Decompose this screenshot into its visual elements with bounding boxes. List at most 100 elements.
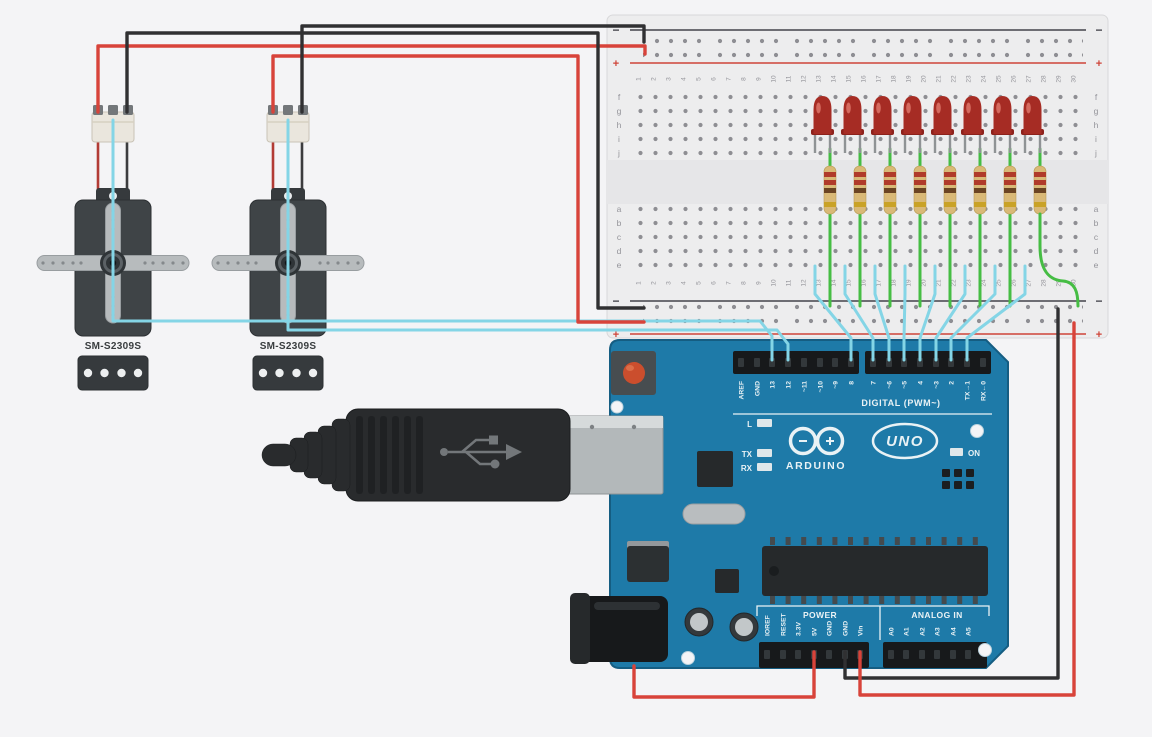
- arduino-5v-wire[interactable]: [632, 650, 816, 699]
- servo2-ground-wire[interactable]: [300, 24, 646, 114]
- resistor-6[interactable]: [973, 147, 987, 308]
- pin-socket[interactable]: [817, 358, 823, 367]
- led-3[interactable]: [871, 96, 894, 153]
- rail-minus-sign: −: [1095, 294, 1102, 308]
- icsp-pin[interactable]: [966, 469, 974, 477]
- icsp-pin[interactable]: [954, 481, 962, 489]
- led8-signal-wire[interactable]: [965, 264, 1027, 362]
- pin-socket[interactable]: [795, 650, 801, 659]
- breadboard-row-letter: h: [1094, 120, 1099, 130]
- pin-socket[interactable]: [801, 358, 807, 367]
- servo-mount-hole: [133, 368, 143, 378]
- breadboard-column-number: 5: [696, 281, 703, 285]
- servo-connector-pin[interactable]: [108, 105, 118, 115]
- led2-signal-wire[interactable]: [843, 264, 875, 362]
- pin-socket[interactable]: [903, 650, 909, 659]
- servo-mount-hole: [117, 368, 126, 378]
- mounting-hole: [970, 424, 984, 438]
- chip-leg: [926, 537, 931, 545]
- usb-plug[interactable]: [345, 408, 571, 502]
- led-6[interactable]: [961, 96, 984, 153]
- resistor-3[interactable]: [883, 147, 897, 308]
- led-7[interactable]: [991, 96, 1014, 153]
- uno-model-label: UNO: [886, 433, 924, 450]
- icsp-pin[interactable]: [942, 481, 950, 489]
- resistor-band: [944, 202, 956, 207]
- icsp-pin[interactable]: [942, 469, 950, 477]
- breadboard-row-letter: f: [618, 92, 621, 102]
- digital-header-right[interactable]: [865, 351, 991, 374]
- analog-section-label: ANALOG IN: [911, 610, 962, 620]
- led7-signal-wire[interactable]: [949, 264, 997, 362]
- led3-signal-wire[interactable]: [873, 264, 891, 362]
- pin-socket[interactable]: [848, 358, 854, 367]
- small-chip: [715, 569, 739, 593]
- chip-leg: [879, 596, 885, 604]
- pin-socket[interactable]: [785, 358, 791, 367]
- pin-socket[interactable]: [764, 650, 770, 659]
- led-4[interactable]: [901, 96, 924, 153]
- pin-socket[interactable]: [886, 358, 892, 367]
- led-8[interactable]: [1021, 96, 1044, 153]
- led6-signal-wire[interactable]: [934, 264, 967, 362]
- reset-cap[interactable]: [623, 362, 645, 384]
- resistor-1[interactable]: [823, 147, 837, 308]
- chip-leg: [863, 537, 869, 545]
- servo1-power-wire[interactable]: [96, 44, 647, 114]
- led5-signal-wire[interactable]: [918, 264, 937, 362]
- digital-pin-label: AREF: [739, 381, 746, 400]
- led-5[interactable]: [931, 96, 954, 153]
- led-2[interactable]: [841, 96, 864, 153]
- resistor-band: [1004, 172, 1016, 177]
- pin-socket[interactable]: [738, 358, 744, 367]
- servo2-signal-wire[interactable]: [286, 118, 790, 362]
- usb-cable[interactable]: [261, 408, 664, 502]
- resistor-7[interactable]: [1003, 147, 1017, 308]
- pin-socket[interactable]: [870, 358, 876, 367]
- arduino-gnd-wire[interactable]: [843, 307, 1060, 680]
- pin-socket[interactable]: [934, 650, 940, 659]
- pin-socket[interactable]: [917, 358, 923, 367]
- pin-socket[interactable]: [769, 358, 775, 367]
- led-1[interactable]: [811, 96, 834, 153]
- pin-socket[interactable]: [933, 358, 939, 367]
- pin-socket[interactable]: [754, 358, 760, 367]
- resistor-4[interactable]: [913, 147, 927, 308]
- breadboard[interactable]: − − + + − − + + 112233445566778899101011…: [606, 14, 1109, 341]
- breadboard-column-number: 2: [651, 77, 658, 81]
- pin-socket[interactable]: [948, 358, 954, 367]
- pin-socket[interactable]: [964, 358, 970, 367]
- resistor-5[interactable]: [943, 147, 957, 308]
- arduino-uno-board[interactable]: DIGITAL (PWM~) L TX RX ARDUINO UNO ON: [570, 339, 1009, 669]
- servo2-power-wire[interactable]: [271, 54, 646, 324]
- power-jack[interactable]: [570, 593, 668, 664]
- pin-socket[interactable]: [888, 650, 894, 659]
- pin-socket[interactable]: [919, 650, 925, 659]
- resistor-8[interactable]: [1033, 147, 1047, 218]
- pin-socket[interactable]: [950, 650, 956, 659]
- led1-signal-wire[interactable]: [813, 264, 853, 362]
- servo-connector-pin[interactable]: [283, 105, 293, 115]
- top-rail-holes[interactable]: [643, 34, 1083, 61]
- icsp-pin[interactable]: [954, 469, 962, 477]
- reset-button[interactable]: [611, 351, 656, 395]
- digital-header-left[interactable]: [733, 351, 859, 374]
- atmega-chip[interactable]: [762, 546, 988, 596]
- breadboard-column-number: 16: [861, 279, 868, 287]
- led4-signal-wire[interactable]: [902, 264, 907, 362]
- led8-ground-wire[interactable]: [1038, 212, 1080, 308]
- pin-socket[interactable]: [832, 358, 838, 367]
- arduino-vin-wire[interactable]: [858, 321, 1076, 697]
- servo1-ground-wire[interactable]: [125, 31, 646, 310]
- icsp-pin[interactable]: [966, 481, 974, 489]
- pin-socket[interactable]: [980, 358, 986, 367]
- pin-socket[interactable]: [965, 650, 971, 659]
- digital-pin-label: ~5: [902, 381, 909, 389]
- bottom-terminal-holes[interactable]: [633, 204, 1083, 272]
- chip-leg: [816, 596, 822, 604]
- pin-socket[interactable]: [780, 650, 786, 659]
- servo1-signal-wire[interactable]: [111, 118, 774, 362]
- pin-socket[interactable]: [826, 650, 832, 659]
- pin-socket[interactable]: [901, 358, 907, 367]
